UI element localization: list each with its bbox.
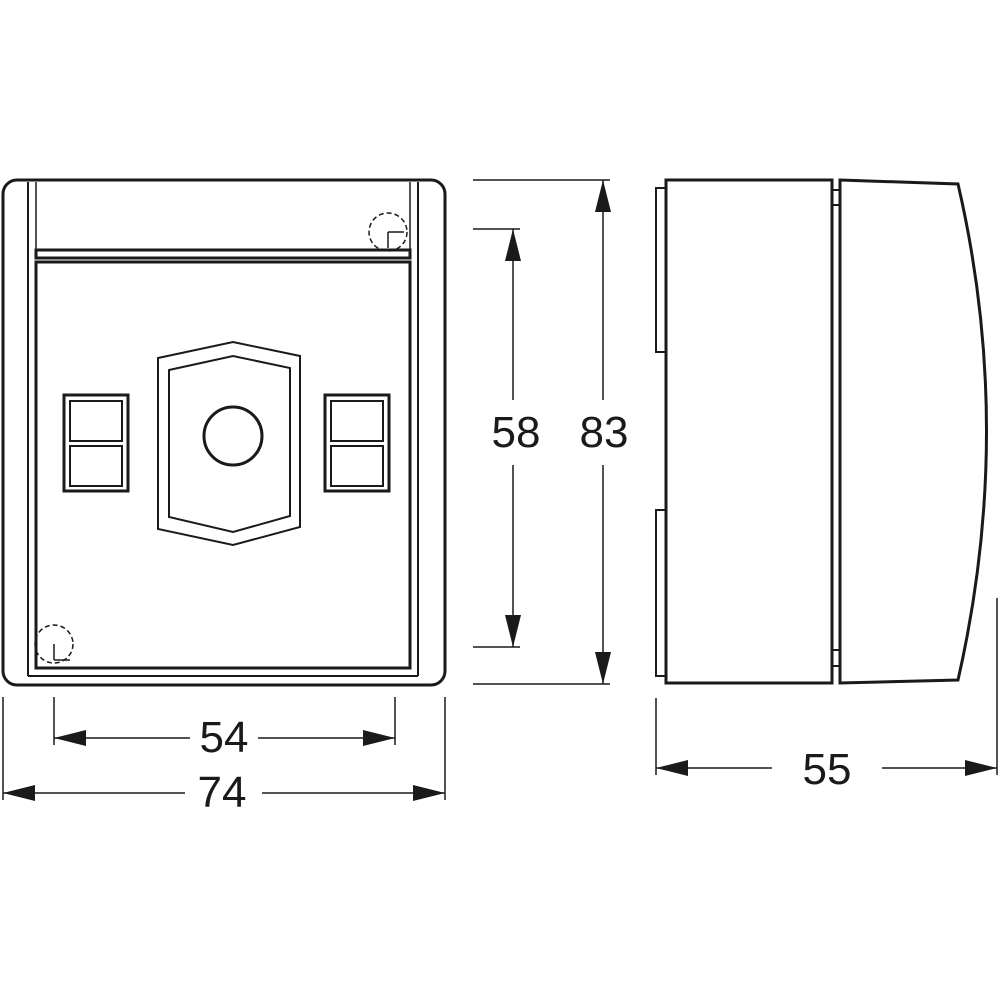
central-button-frame: [157, 340, 301, 547]
dimension-54: 54: [53, 697, 396, 762]
side-view: [655, 178, 988, 685]
front-view: [1, 178, 447, 687]
arrow-55-right: [965, 760, 997, 776]
arrow-74-right: [413, 785, 445, 801]
dimension-58: 58: [473, 228, 541, 648]
dimension-54-label: 54: [200, 713, 249, 762]
dimension-83-label: 83: [580, 408, 629, 457]
dimension-74-label: 74: [198, 768, 247, 817]
central-button: [202, 405, 264, 467]
front-outer-frame: [1, 178, 447, 687]
screw-marker-top-right: [368, 212, 408, 252]
arrow-55-left: [656, 760, 688, 776]
dimension-55: 55: [655, 598, 998, 794]
arrow-58-top: [505, 229, 521, 261]
dimension-55-label: 55: [803, 745, 852, 794]
lid-panel: [34, 260, 412, 670]
dimension-83: 83: [473, 179, 629, 685]
arrow-54-left: [54, 730, 86, 746]
right-socket: [323, 393, 391, 493]
arrow-54-right: [363, 730, 395, 746]
dimension-58-label: 58: [492, 408, 541, 457]
side-mounting-notch: [655, 187, 666, 677]
arrow-58-bottom: [505, 615, 521, 647]
screw-marker-bottom-left: [34, 624, 74, 664]
arrow-83-bottom: [595, 652, 611, 684]
arrow-74-left: [3, 785, 35, 801]
label-strip: [34, 248, 412, 260]
side-gap: [832, 189, 840, 667]
dimension-74: 74: [2, 697, 446, 817]
left-socket: [62, 393, 130, 493]
side-base-body: [664, 178, 834, 685]
side-lid-curve: [838, 178, 988, 685]
arrow-83-top: [595, 180, 611, 212]
